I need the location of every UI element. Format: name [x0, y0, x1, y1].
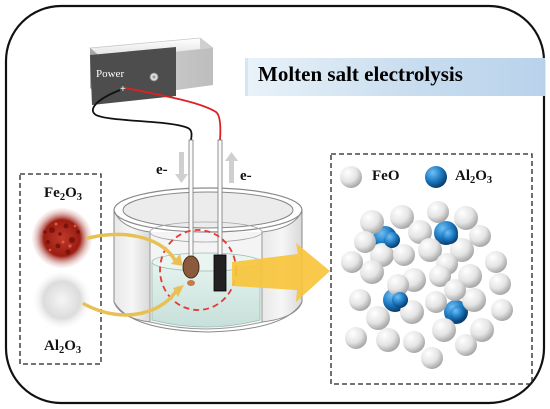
feo-particle — [429, 265, 451, 287]
feo-particle — [400, 300, 424, 324]
feo-particle — [393, 244, 415, 266]
feo-particle — [469, 225, 491, 247]
feo-particle — [455, 334, 477, 356]
feo-particle — [341, 251, 363, 273]
feo-particle — [427, 201, 449, 223]
electron-arrow-up-icon — [225, 152, 238, 183]
feo-particle — [376, 328, 400, 352]
diagram-title: Molten salt electrolysis — [258, 62, 463, 86]
positive-terminal-label: + — [120, 84, 126, 95]
anode-electrode — [213, 139, 227, 292]
al2o3-legend-icon — [425, 166, 447, 188]
particle-lattice — [341, 201, 513, 369]
feo-particle — [421, 347, 443, 369]
fe2o3-powder — [32, 208, 92, 268]
feo-particle — [458, 264, 482, 288]
feo-particle — [425, 291, 447, 313]
feo-particle — [485, 251, 507, 273]
feo-particle — [491, 299, 513, 321]
feo-particle — [470, 318, 494, 342]
electron-label-right: e- — [240, 168, 252, 184]
magnify-arrow-icon — [232, 243, 330, 302]
al2o3-particle — [384, 232, 400, 248]
feo-particle — [354, 231, 376, 253]
feo-particle — [345, 327, 367, 349]
feo-particle — [408, 220, 432, 244]
feo-particle — [390, 205, 414, 229]
feo-particle — [450, 238, 474, 262]
feo-particle — [418, 238, 442, 262]
power-supply — [89, 37, 215, 105]
outer-frame — [4, 4, 546, 405]
electron-label-left: e- — [156, 162, 168, 178]
electron-arrow-down-icon — [175, 152, 188, 183]
feo-particle — [349, 289, 371, 311]
feo-particle — [462, 288, 486, 312]
feo-particle — [444, 279, 466, 301]
feo-particle — [387, 274, 409, 296]
feed-box — [19, 173, 102, 365]
al2o3-label: Al2O3 — [44, 338, 82, 356]
feo-particle — [454, 206, 478, 230]
feed-arrows-icon — [82, 232, 180, 317]
feo-particle — [366, 306, 390, 330]
positive-wire — [125, 87, 222, 141]
al2o3-particle — [450, 306, 466, 322]
feo-particle — [360, 260, 384, 284]
feo-particle — [403, 331, 425, 353]
feo-legend-icon — [340, 166, 362, 188]
power-label: Power — [96, 68, 125, 80]
feo-particle — [489, 273, 511, 295]
legend-feo-label: FeO — [372, 168, 400, 184]
al2o3-powder — [34, 272, 90, 328]
legend-al2o3-label: Al2O3 — [455, 168, 493, 186]
feo-particle — [360, 210, 384, 234]
feo-particle — [432, 318, 456, 342]
al2o3-particle — [442, 228, 458, 244]
fe2o3-label: Fe2O3 — [44, 185, 82, 203]
magnified-view-box — [330, 153, 533, 385]
al2o3-particle — [392, 292, 408, 308]
title-banner — [245, 58, 545, 96]
cathode-electrode — [182, 139, 200, 286]
negative-wire — [91, 89, 193, 141]
